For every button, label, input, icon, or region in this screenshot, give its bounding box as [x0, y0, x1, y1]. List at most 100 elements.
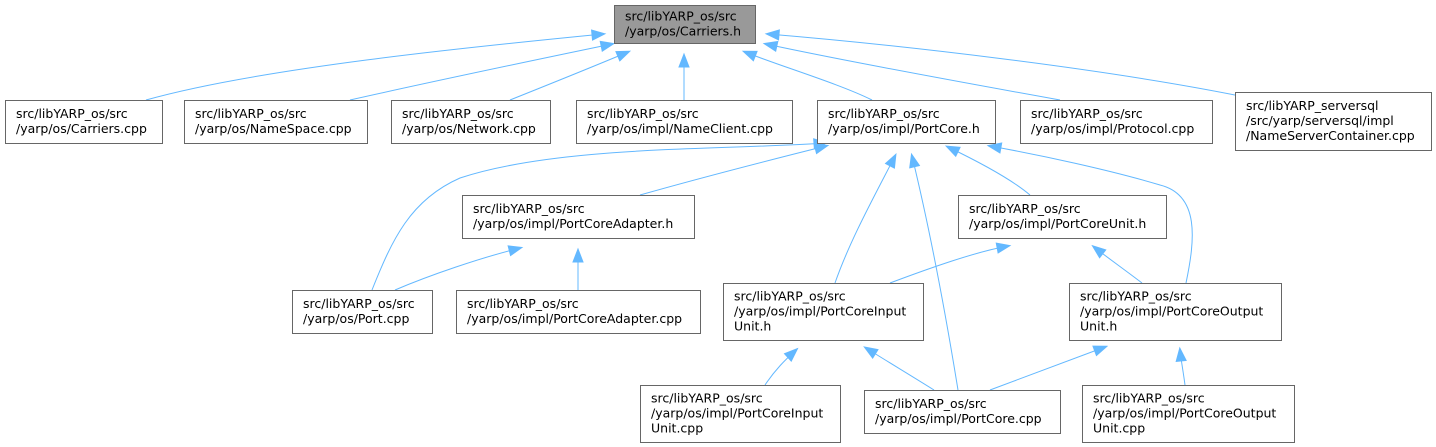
node-label-line: /yarp/os/impl/PortCore.cpp — [875, 411, 1042, 426]
node-label-line: Unit.h — [734, 319, 771, 334]
edge-portcore_cpp-to-portcoreoutputunit_h — [989, 345, 1109, 391]
node-label-line: /yarp/os/impl/PortCoreInput — [651, 406, 823, 421]
edge-line — [394, 247, 521, 291]
edge-line — [989, 145, 1193, 284]
edge-line — [349, 43, 613, 101]
node-label-line: src/libYARP_os/src — [1080, 289, 1192, 304]
node-nameservercontainer_cpp[interactable]: src/libYARP_serversql/src/yarp/serversql… — [1235, 92, 1432, 151]
edge-arrowhead — [762, 40, 779, 53]
edge-nameservercontainer_cpp-to-carriers_h — [764, 29, 1241, 97]
edge-network_cpp-to-carriers_h — [509, 50, 632, 101]
node-box — [817, 100, 996, 144]
node-label-line: src/libYARP_os/src — [828, 106, 940, 121]
edge-line — [989, 346, 1106, 391]
node-nameclient_cpp[interactable]: src/libYARP_os/src/yarp/os/impl/NameClie… — [576, 100, 793, 144]
node-carriers_h: src/libYARP_os/src/yarp/os/Carriers.h — [614, 5, 756, 44]
node-label-line: /yarp/os/impl/NameClient.cpp — [587, 121, 773, 136]
edge-arrowhead — [986, 142, 1003, 154]
edge-portcoreoutputunit_h-to-portcore_h — [986, 142, 1193, 284]
edge-portcore_cpp-to-portcoreinputunit_h — [863, 346, 935, 391]
node-label-line: Unit.cpp — [1093, 421, 1145, 436]
node-box — [864, 390, 1061, 434]
edge-portcoreunit_h-to-portcore_h — [944, 145, 1031, 196]
node-label-line: src/libYARP_os/src — [1031, 106, 1143, 121]
node-label-line: src/libYARP_os/src — [1093, 391, 1205, 406]
node-box — [1235, 92, 1432, 151]
edge-line — [639, 145, 827, 196]
node-port_cpp[interactable]: src/libYARP_os/src/yarp/os/Port.cpp — [292, 290, 433, 334]
edge-portcoreadapter_h-to-portcore_h — [639, 143, 830, 196]
edge-carriers_cpp-to-carriers_h — [145, 29, 607, 101]
node-label-line: /yarp/os/impl/Protocol.cpp — [1031, 121, 1194, 136]
node-label-line: /yarp/os/impl/PortCore.h — [828, 121, 980, 136]
edge-protocol_cpp-to-carriers_h — [762, 40, 1061, 101]
edge-namespace_cpp-to-carriers_h — [349, 40, 616, 101]
node-box — [723, 283, 924, 341]
edge-arrowhead — [599, 40, 616, 52]
node-label-line: src/libYARP_os/src — [734, 289, 846, 304]
edge-arrowhead — [678, 52, 690, 68]
edge-line — [834, 155, 896, 284]
edge-line — [145, 33, 604, 101]
node-portcoreinputunit_h[interactable]: src/libYARP_os/src/yarp/os/impl/PortCore… — [723, 283, 924, 341]
node-box — [1069, 283, 1282, 341]
node-label-line: src/libYARP_os/src — [467, 296, 579, 311]
edge-portcoreinputunit_h-to-portcore_h — [834, 152, 897, 284]
node-network_cpp[interactable]: src/libYARP_os/src/yarp/os/Network.cpp — [391, 100, 551, 144]
node-box — [614, 5, 756, 44]
edge-arrowhead — [590, 29, 607, 41]
node-protocol_cpp[interactable]: src/libYARP_os/src/yarp/os/impl/Protocol… — [1020, 100, 1213, 144]
edge-portcoreadapter_cpp-to-portcoreadapter_h — [572, 247, 584, 290]
node-portcoreinputunit_cpp[interactable]: src/libYARP_os/src/yarp/os/impl/PortCore… — [640, 385, 841, 443]
node-box — [462, 195, 695, 239]
edge-port_cpp-to-portcoreadapter_h — [394, 245, 524, 291]
edge-portcoreoutputunit_cpp-to-portcoreoutputunit_h — [1175, 346, 1187, 386]
node-portcoreoutputunit_h[interactable]: src/libYARP_os/src/yarp/os/impl/PortCore… — [1069, 283, 1282, 341]
edge-line — [767, 33, 1241, 97]
node-label-line: /yarp/os/impl/PortCoreAdapter.h — [473, 216, 673, 231]
edge-line — [889, 245, 1009, 284]
edge-arrowhead — [1092, 345, 1109, 357]
node-box — [292, 290, 433, 334]
node-label-line: src/libYARP_os/src — [402, 106, 514, 121]
node-label-line: /yarp/os/impl/PortCoreOutput — [1080, 304, 1263, 319]
node-box — [391, 100, 551, 144]
node-portcoreunit_h[interactable]: src/libYARP_os/src/yarp/os/impl/PortCore… — [958, 195, 1167, 239]
edge-portcoreinputunit_cpp-to-portcoreinputunit_h — [764, 347, 799, 386]
node-box — [1020, 100, 1213, 144]
node-label-line: /yarp/os/Network.cpp — [402, 121, 536, 136]
node-box — [576, 100, 793, 144]
edge-arrowhead — [783, 347, 799, 362]
node-label-line: /yarp/os/impl/PortCoreUnit.h — [969, 216, 1146, 231]
node-portcore_cpp[interactable]: src/libYARP_os/src/yarp/os/impl/PortCore… — [864, 390, 1061, 434]
edge-arrowhead — [813, 143, 830, 155]
edge-portcore_h-to-carriers_h — [741, 50, 873, 101]
node-namespace_cpp[interactable]: src/libYARP_os/src/yarp/os/NameSpace.cpp — [184, 100, 368, 144]
edge-line — [865, 347, 935, 391]
edge-line — [911, 155, 959, 391]
node-label-line: src/libYARP_serversql — [1246, 98, 1379, 113]
node-portcoreadapter_cpp[interactable]: src/libYARP_os/src/yarp/os/impl/PortCore… — [456, 290, 701, 334]
node-portcoreadapter_h[interactable]: src/libYARP_os/src/yarp/os/impl/PortCore… — [462, 195, 695, 239]
node-carriers_cpp[interactable]: src/libYARP_os/src/yarp/os/Carriers.cpp — [5, 100, 163, 144]
edge-arrowhead — [863, 346, 879, 359]
edge-arrowhead — [1091, 244, 1107, 259]
node-box — [5, 100, 163, 144]
node-portcore_h[interactable]: src/libYARP_os/src/yarp/os/impl/PortCore… — [817, 100, 996, 144]
edge-arrowhead — [1175, 346, 1187, 363]
edge-nameclient_cpp-to-carriers_h — [678, 52, 690, 100]
edge-arrowhead — [507, 245, 524, 257]
node-label-line: src/libYARP_os/src — [473, 201, 585, 216]
node-portcoreoutputunit_cpp[interactable]: src/libYARP_os/src/yarp/os/impl/PortCore… — [1082, 385, 1295, 443]
edge-arrowhead — [764, 29, 780, 41]
edge-arrowhead — [995, 242, 1012, 254]
edge-portcoreinputunit_h-to-portcoreunit_h — [889, 242, 1012, 284]
edge-line — [765, 43, 1061, 101]
edge-arrowhead — [884, 152, 897, 169]
edge-line — [744, 51, 873, 101]
edge-arrowhead — [615, 50, 632, 62]
node-label-line: /yarp/os/Carriers.h — [625, 24, 741, 39]
edge-arrowhead — [572, 247, 584, 263]
node-label-line: src/libYARP_os/src — [303, 296, 415, 311]
